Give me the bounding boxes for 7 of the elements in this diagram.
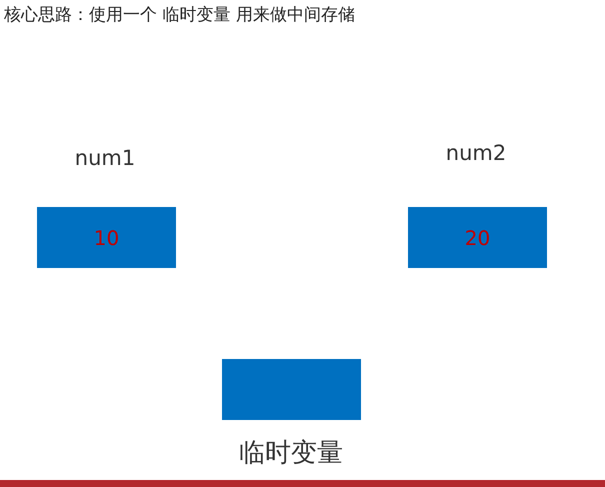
variable-label: num1 <box>74 146 136 170</box>
value-box: 20 <box>408 207 547 268</box>
variable-label: num2 <box>446 141 506 165</box>
variable-label: 临时变量 <box>239 437 343 470</box>
title: 核心思路：使用一个 临时变量 用来做中间存储 <box>4 4 355 26</box>
value-box <box>222 359 361 420</box>
value-box: 10 <box>37 207 176 268</box>
